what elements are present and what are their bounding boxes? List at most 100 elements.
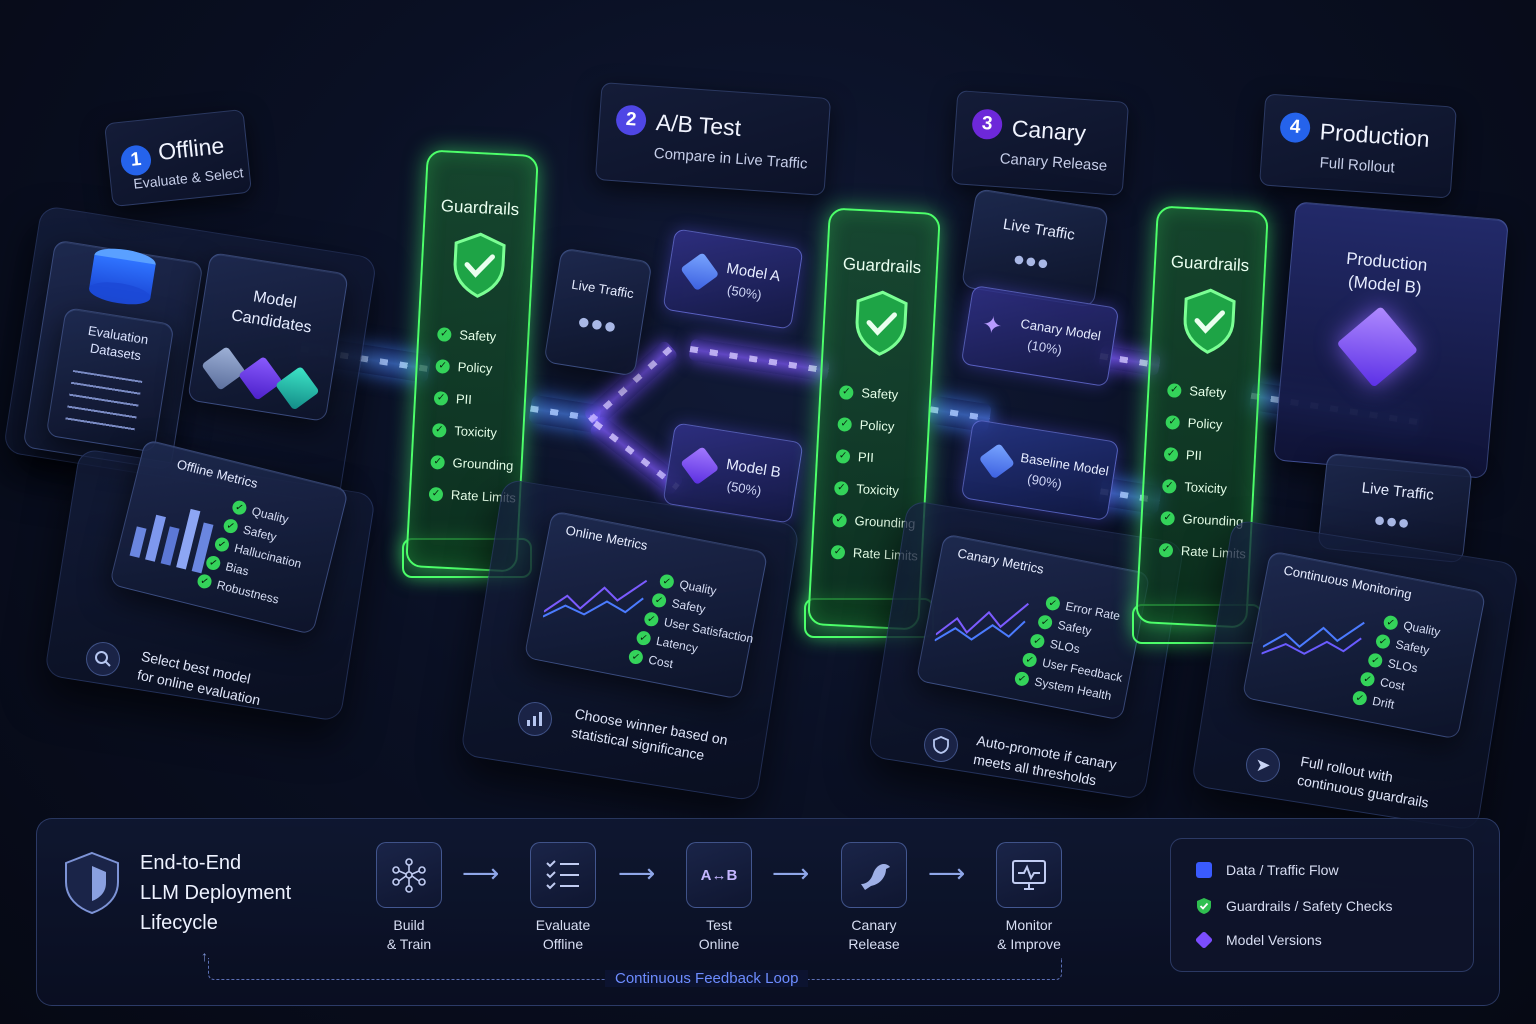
shield-check-icon bbox=[449, 231, 509, 305]
guardrails-title: Guardrails bbox=[1170, 252, 1250, 276]
guardrail-item: ✓Toxicity bbox=[1161, 478, 1227, 496]
stage-number-4: 4 bbox=[1279, 111, 1312, 144]
stage-ab-header: 2 A/B Test Compare in Live Traffic bbox=[594, 82, 832, 196]
shield-check-icon bbox=[1197, 898, 1211, 914]
model-b-pct: (50%) bbox=[725, 478, 763, 499]
guardrails-gate-2: Guardrails ✓Safety ✓Policy ✓PII ✓Toxicit… bbox=[807, 207, 941, 631]
ab-live-traffic-card: Live Traffic ●●● bbox=[543, 247, 653, 377]
check-icon: ✓ bbox=[627, 648, 645, 666]
metric-item: ✓Cost bbox=[627, 648, 674, 671]
check-icon: ✓ bbox=[431, 422, 447, 438]
metric-item: ✓Drift bbox=[1351, 689, 1395, 712]
model-a-pct: (50%) bbox=[726, 282, 763, 303]
check-icon: ✓ bbox=[204, 554, 222, 572]
stage-subtitle: Full Rollout bbox=[1319, 154, 1396, 177]
shield-check-icon bbox=[851, 289, 911, 363]
check-icon: ✓ bbox=[1163, 446, 1179, 462]
rocket-icon: ➤ bbox=[1246, 748, 1280, 782]
check-icon: ✓ bbox=[1029, 632, 1046, 650]
guardrails-gate-3: Guardrails ✓Safety ✓Policy ✓PII ✓Toxicit… bbox=[1135, 205, 1269, 629]
guardrail-item: ✓Policy bbox=[1165, 414, 1223, 432]
guardrail-item: ✓Safety bbox=[839, 384, 899, 402]
baseline-cube-icon bbox=[978, 442, 1016, 480]
guardrail-item: ✓Policy bbox=[435, 358, 493, 376]
stage-number-1: 1 bbox=[119, 143, 153, 177]
check-icon: ✓ bbox=[430, 454, 446, 470]
stage-number-2: 2 bbox=[615, 104, 648, 137]
shield-check-icon bbox=[1179, 287, 1239, 361]
list-lines bbox=[64, 369, 143, 437]
guardrail-item: ✓PII bbox=[1163, 446, 1202, 463]
ab-test-icon[interactable]: A↔B bbox=[686, 842, 752, 908]
guardrail-item: ✓Grounding bbox=[1160, 510, 1244, 529]
metric-item: ✓Safety bbox=[1036, 614, 1093, 638]
baseline-model-pct: (90%) bbox=[1026, 471, 1063, 492]
metric-item: ✓Robustness bbox=[196, 572, 280, 607]
arrow-up-icon: ↑ bbox=[201, 948, 208, 964]
stage-offline-header: 1 Offline Evaluate & Select bbox=[103, 108, 253, 208]
model-a-label: Model A bbox=[725, 259, 782, 286]
metrics-title: Canary Metrics bbox=[956, 545, 1046, 577]
square-icon bbox=[1196, 862, 1212, 878]
bird-icon[interactable] bbox=[841, 842, 907, 908]
metric-item: ✓SLOs bbox=[1029, 632, 1081, 656]
model-b-label: Model B bbox=[724, 455, 782, 482]
model-candidates-card: Model Candidates bbox=[187, 251, 349, 423]
legend-item-data-flow: Data / Traffic Flow bbox=[1196, 862, 1339, 878]
lifecycle-title-line-2: LLM Deployment bbox=[140, 882, 292, 904]
stage-title: Offline bbox=[156, 132, 226, 165]
check-icon: ✓ bbox=[1367, 652, 1384, 669]
model-a-cube-icon bbox=[680, 252, 720, 292]
metric-item: ✓Cost bbox=[1359, 671, 1406, 693]
check-icon: ✓ bbox=[643, 611, 660, 628]
check-icon: ✓ bbox=[830, 544, 846, 560]
checklist-icon[interactable] bbox=[530, 842, 596, 908]
step-label: Build& Train bbox=[386, 917, 432, 952]
feedback-loop-label: Continuous Feedback Loop bbox=[605, 970, 809, 987]
lifecycle-shield-icon bbox=[62, 850, 122, 916]
guardrail-item: ✓Safety bbox=[437, 326, 497, 344]
check-icon: ✓ bbox=[1374, 633, 1392, 650]
check-icon: ✓ bbox=[1021, 651, 1038, 669]
model-candidate-cube-3 bbox=[274, 365, 320, 411]
check-icon: ✓ bbox=[433, 390, 449, 406]
metric-item: ✓SLOs bbox=[1367, 652, 1419, 676]
check-icon: ✓ bbox=[1165, 414, 1181, 430]
bird-icon: ✦ bbox=[980, 310, 1005, 341]
datasets-sheet: Evaluation Datasets bbox=[45, 307, 175, 453]
traffic-label: Live Traffic bbox=[570, 276, 635, 302]
lifecycle-title-line-1: End-to-End bbox=[140, 852, 242, 874]
lifecycle-title-line-3: Lifecycle bbox=[140, 912, 218, 934]
arrow-right-icon: ⟶ bbox=[772, 858, 810, 888]
metrics-title: Online Metrics bbox=[564, 522, 649, 554]
stage-subtitle: Canary Release bbox=[999, 150, 1108, 175]
production-model-card: Production (Model B) bbox=[1273, 201, 1509, 479]
stage-number-3: 3 bbox=[971, 108, 1004, 141]
check-icon: ✓ bbox=[835, 448, 851, 464]
line-chart-icon bbox=[1261, 621, 1365, 655]
monitor-icon[interactable] bbox=[996, 842, 1062, 908]
guardrail-item: ✓Safety bbox=[1167, 382, 1227, 400]
production-model-label: Production (Model B) bbox=[1345, 248, 1429, 298]
search-icon bbox=[86, 642, 120, 676]
check-icon: ✓ bbox=[658, 573, 676, 590]
check-icon: ✓ bbox=[1036, 614, 1054, 631]
check-icon: ✓ bbox=[428, 486, 444, 502]
check-icon: ✓ bbox=[437, 326, 452, 342]
arrow-right-icon: ⟶ bbox=[462, 858, 500, 888]
check-icon: ✓ bbox=[833, 480, 849, 496]
legend bbox=[1170, 838, 1474, 972]
chart-bars-icon bbox=[518, 702, 552, 736]
network-icon[interactable] bbox=[376, 842, 442, 908]
metric-item: ✓Safety bbox=[650, 592, 707, 616]
check-icon: ✓ bbox=[1167, 382, 1182, 398]
check-icon: ✓ bbox=[1351, 689, 1368, 707]
candidates-label: Model Candidates bbox=[230, 288, 313, 337]
database-icon bbox=[87, 244, 158, 310]
guardrails-title: Guardrails bbox=[842, 254, 922, 278]
online-metrics-card: Online Metrics ✓Quality ✓Safety ✓User Sa… bbox=[523, 510, 769, 700]
guardrails-title: Guardrails bbox=[440, 196, 520, 220]
